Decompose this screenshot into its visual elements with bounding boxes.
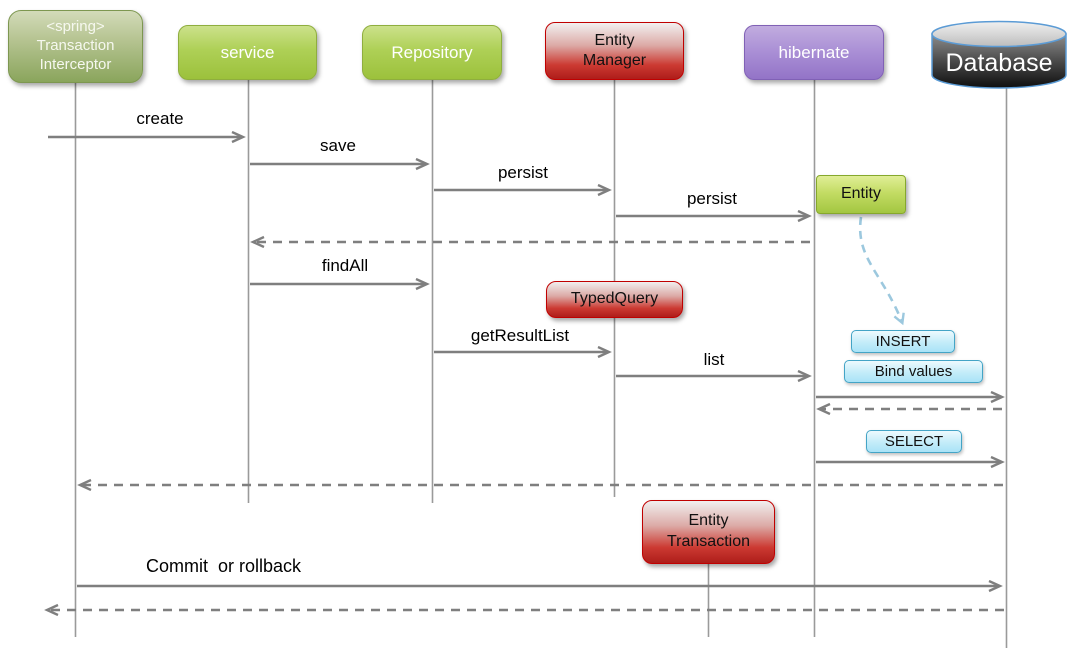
message-persist-2: persist	[686, 189, 738, 208]
return-arrows	[48, 242, 1004, 610]
participant-transaction-interceptor: <spring> Transaction Interceptor	[8, 10, 143, 83]
object-entity-transaction: Entity Transaction	[642, 500, 775, 564]
participant-label-line: Transaction	[36, 37, 115, 55]
database-cylinder-top	[931, 20, 1067, 48]
participant-hibernate: hibernate	[744, 25, 884, 80]
participant-database: Database	[931, 20, 1067, 89]
participant-label-line: <spring>	[46, 18, 105, 36]
participant-label: service	[220, 42, 275, 62]
participant-repository: Repository	[362, 25, 502, 80]
object-label-line: Entity	[688, 512, 729, 530]
sql-note-select: SELECT	[866, 430, 962, 453]
message-commit-or-rollback: Commit or rollback	[146, 556, 302, 576]
message-list: list	[703, 350, 725, 369]
sql-note-bind-values: Bind values	[844, 360, 983, 383]
participant-label-line: Manager	[582, 52, 647, 69]
message-create: create	[136, 109, 184, 128]
participant-label-line: Interceptor	[39, 55, 112, 73]
message-persist-1: persist	[497, 163, 549, 182]
message-findall: findAll	[321, 256, 369, 275]
participant-entity-manager: Entity Manager	[545, 22, 684, 80]
sql-note-insert: INSERT	[851, 330, 955, 353]
participant-service: service	[178, 25, 317, 80]
entity-to-insert-dashed-curve	[858, 216, 902, 322]
participant-label: hibernate	[778, 42, 850, 62]
message-getresultlist: getResultList	[470, 326, 570, 345]
object-typedquery: TypedQuery	[546, 281, 683, 318]
participant-label: Repository	[391, 42, 473, 62]
object-entity: Entity	[816, 175, 906, 214]
participant-label-line: Entity	[594, 32, 635, 49]
participant-label: Database	[945, 49, 1052, 77]
message-save: save	[320, 136, 356, 155]
database-cylinder-body	[931, 33, 1067, 89]
lifelines	[74, 80, 1008, 648]
object-label: TypedQuery	[570, 290, 659, 308]
call-arrows	[48, 137, 1001, 586]
object-label-line: Transaction	[667, 533, 750, 550]
object-label: Entity	[840, 185, 881, 203]
